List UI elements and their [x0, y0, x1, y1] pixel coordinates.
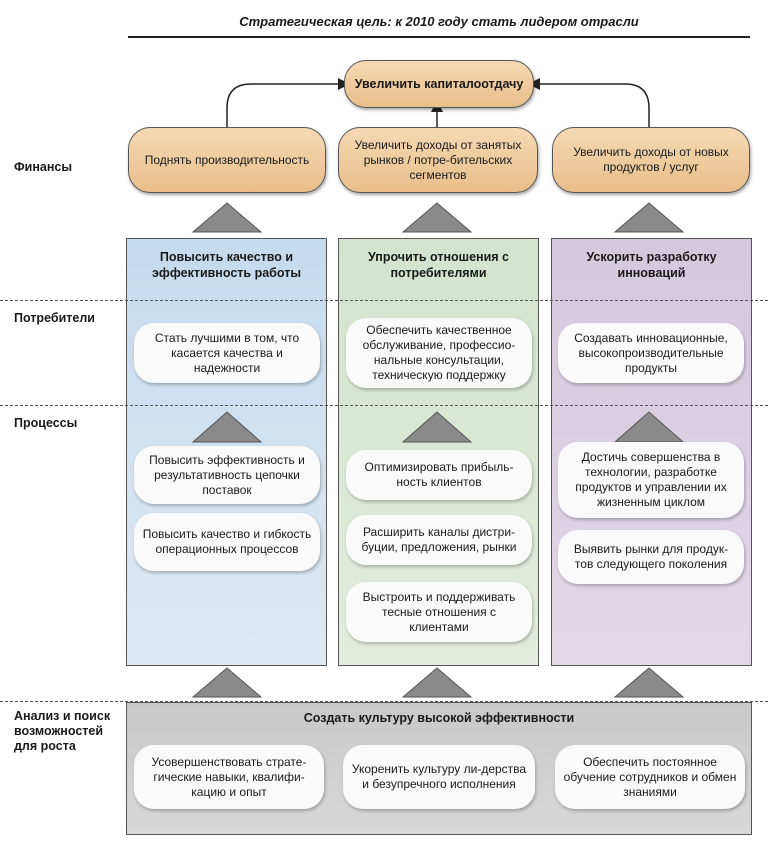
customer-objective-quality: Стать лучшими в том, что касается качест…: [134, 323, 320, 383]
process-objective-relationships: Выстроить и поддерживать тесные отношени…: [346, 582, 532, 642]
finance-goal-existing-markets: Увеличить доходы от занятых рынков / пот…: [338, 127, 538, 193]
process-objective-operations: Повысить качество и гибкость операционны…: [134, 513, 320, 571]
column-title-quality: Повысить качество и эффективность работы: [152, 250, 301, 280]
process-objective-supply-chain: Повысить эффективность и результативност…: [134, 446, 320, 504]
customer-objective-service: Обеспечить качественное обслуживание, пр…: [346, 318, 532, 388]
process-objective-next-gen-markets: Выявить рынки для продук-тов следующего …: [558, 530, 744, 584]
customer-objective-innovation: Создавать инновационные, высокопроизводи…: [558, 323, 744, 383]
finance-top-goal: Увеличить капиталоотдачу: [344, 60, 534, 108]
finance-goal-new-products: Увеличить доходы от новых продуктов / ус…: [552, 127, 750, 193]
perspective-customers: Потребители: [14, 311, 95, 325]
learning-item-skills: Усовершенствовать страте-гические навыки…: [134, 745, 324, 809]
separator-customers: [0, 300, 768, 301]
process-objective-profitability: Оптимизировать прибыль-ность клиентов: [346, 450, 532, 500]
learning-item-leadership: Укоренить культуру ли-дерства и безупреч…: [343, 745, 535, 809]
perspective-learning: Анализ и поиск возможностей для роста: [14, 709, 111, 753]
strategic-goal-rule: [128, 36, 750, 38]
separator-learning: [0, 701, 768, 702]
process-objective-technology: Достичь совершенства в технологии, разра…: [558, 442, 744, 518]
perspective-processes: Процессы: [14, 416, 78, 430]
learning-title: Создать культуру высокой эффективности: [303, 711, 575, 725]
column-title-customers: Упрочить отношения с потребителями: [368, 250, 509, 280]
learning-item-knowledge: Обеспечить постоянное обучение сотрудник…: [555, 745, 745, 809]
finance-goal-productivity: Поднять производительность: [128, 127, 326, 193]
column-title-innovation: Ускорить разработку инноваций: [586, 250, 717, 280]
perspective-finance: Финансы: [14, 160, 73, 174]
process-objective-channels: Расширить каналы дистри-буции, предложен…: [346, 515, 532, 565]
strategic-goal-title: Стратегическая цель: к 2010 году стать л…: [239, 14, 639, 29]
separator-processes: [0, 405, 768, 406]
